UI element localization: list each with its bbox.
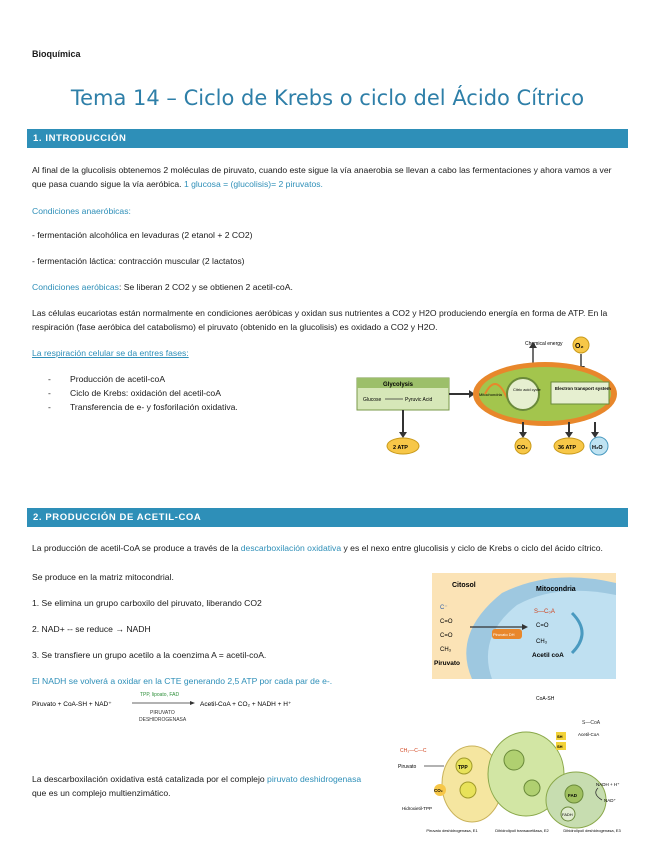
step-1: 1. Se elimina un grupo carboxilo del pir… (32, 598, 262, 608)
complex-fadh: FADH (562, 812, 573, 817)
aerobic-text: : Se liberan 2 CO2 y se obtienen 2 aceti… (118, 282, 293, 292)
mitochondrion-inner (487, 590, 616, 679)
list-item: -Ciclo de Krebs: oxidación del acetil-co… (48, 388, 221, 398)
reaction-left: Piruvato + CoA-SH + NAD⁺ (32, 701, 112, 708)
aerobic-line: Condiciones aeróbicas: Se liberan 2 CO2 … (32, 280, 624, 294)
citric-acid-cycle-label: Citric acid cycle (513, 387, 542, 392)
complex-hidroxietil: Hidroxietil-TPP (402, 806, 432, 811)
piruvato-dh-enzyme (492, 629, 522, 639)
svg-text:C=O: C=O (440, 619, 453, 625)
reaction-enzyme-1: PIRUVATO (150, 710, 175, 716)
acetil-coa-label: Acetil coA (532, 652, 564, 659)
intro-text: Al final de la glucolisis obtenemos 2 mo… (32, 165, 612, 189)
mitochondria-cytosol-figure: Citosol Mitocondria C⁻ C=O C=O CH₃ Piruv… (432, 573, 616, 679)
piruvato-label: Piruvato (434, 660, 460, 667)
complex-acetil-coa: Acetil-CoA (578, 732, 599, 737)
complex-e1-label: Piruvato deshidrogenasa, E1 (426, 828, 478, 833)
h2o-badge (589, 436, 609, 456)
citric-acid-cycle-circle (506, 377, 540, 411)
matrix-note: Se produce en la matriz mitocondrial. (32, 572, 174, 582)
section-heading-introduccion: 1. INTRODUCCIÓN (27, 129, 628, 148)
svg-text:CH₃: CH₃ (440, 647, 452, 653)
reaction-right: Acetil-CoA + CO₂ + NADH + H⁺ (200, 701, 292, 708)
chemical-energy-label: Chemical energy (525, 341, 563, 347)
descarboxilacion-link: descarboxilación oxidativa (240, 543, 342, 553)
o2-label: O₂ (575, 343, 584, 350)
atp-36-label: 36 ATP (558, 445, 576, 451)
complex-e3-label: Dihidrolipoil deshidrogenasa, E3 (563, 828, 621, 833)
glucose-pyruvate-note: 1 glucosa = (glucolisis)= 2 piruvatos. (183, 179, 323, 189)
complex-piruvato: Piruvato (398, 764, 417, 770)
co2-label: CO₂ (517, 445, 528, 451)
svg-text:C=O: C=O (440, 633, 453, 639)
mitocondria-label: Mitocondria (536, 586, 576, 593)
anaerobic-heading: Condiciones anaeróbicas: (32, 206, 131, 216)
complex-nadh: NADH + H⁺ (596, 782, 620, 787)
pdh-complex-figure: CoA-SH S—CoA Acetil-CoA TPP FAD FADH SH … (398, 696, 621, 833)
complex-coa-sh: CoA-SH (536, 696, 555, 702)
o2-badge (572, 336, 590, 354)
svg-text:C⁻: C⁻ (440, 605, 448, 611)
electron-transport-label: Electron transport system (555, 386, 611, 391)
anaerobic-item-alcoholic: - fermentación alcohólica en levaduras (… (32, 230, 253, 240)
complex-e2-label: Dihidrolipoil transacetilasa, E2 (495, 828, 549, 833)
citosol-label: Citosol (452, 582, 476, 589)
aerobic-label: Condiciones aeróbicas (32, 282, 119, 292)
complex-fad: FAD (568, 793, 578, 798)
complex-s-coa: S—CoA (582, 720, 601, 726)
complex-paragraph: La descarboxilación oxidativa está catal… (32, 774, 362, 798)
pyruvic-acid-label: Pyruvic Acid (405, 397, 432, 403)
atp-36-badge (553, 437, 585, 455)
svg-text:S—C₀A: S—C₀A (534, 609, 555, 615)
list-item: -Producción de acetil-coA (48, 374, 166, 384)
svg-text:CH₃—C—C: CH₃—C—C (400, 748, 427, 754)
complex-nad: NAD⁺ (604, 798, 617, 803)
glucose-label: Glucose (363, 397, 382, 403)
co2-badge (514, 437, 532, 455)
phases-heading: La respiración celular se da entres fase… (32, 348, 189, 358)
intro-paragraph: Al final de la glucolisis obtenemos 2 mo… (32, 163, 624, 191)
atp-2-badge (386, 437, 420, 455)
respiration-overview-figure: Chemical energy O₂ Glycolysis Glucose Py… (356, 336, 617, 456)
reaction-equation: Piruvato + CoA-SH + NAD⁺ TPP, lipoato, F… (32, 692, 292, 723)
page-title: Tema 14 – Ciclo de Krebs o ciclo del Áci… (70, 86, 585, 110)
svg-text:SH: SH (557, 744, 563, 749)
svg-text:CH₃: CH₃ (536, 639, 548, 645)
step-2: 2. NAD+ -- se reduce → NADH (32, 624, 151, 634)
phases-list: -Producción de acetil-coA -Ciclo de Kreb… (48, 372, 238, 414)
reaction-cofactors: TPP, lipoato, FAD (140, 692, 179, 698)
reaction-enzyme-2: DESHIDROGENASA (139, 717, 187, 723)
step-3: 3. Se transfiere un grupo acetilo a la c… (32, 650, 267, 660)
anaerobic-item-lactic: - fermentación láctica: contracción musc… (32, 256, 245, 266)
h2o-label: H₂O (592, 445, 603, 451)
glycolysis-label: Glycolysis (383, 382, 414, 388)
svg-text:SH: SH (557, 734, 563, 739)
enzyme-label: Piruvato DH (493, 632, 515, 637)
acetil-paragraph: La producción de acetil-CoA se produce a… (32, 543, 603, 553)
mitochondria-label: Mitochondria (479, 392, 503, 397)
complex-co2: CO₂ (434, 788, 443, 793)
nadh-note: El NADH se volverá a oxidar en la CTE ge… (32, 676, 333, 686)
piruvato-deshidrogenasa-link: piruvato deshidrogenasa (267, 774, 362, 784)
complex-tpp: TPP (458, 765, 468, 771)
section-heading-acetil-coa: 2. PRODUCCIÓN DE ACETIL-COA (27, 508, 628, 527)
electron-transport-box (550, 381, 610, 405)
subject-label: Bioquímica (32, 49, 81, 59)
svg-text:C=O: C=O (536, 623, 549, 629)
atp-2-label: 2 ATP (393, 445, 408, 451)
respiration-paragraph: Las células eucariotas están normalmente… (32, 308, 608, 332)
list-item: -Transferencia de e- y fosforilación oxi… (48, 402, 238, 412)
